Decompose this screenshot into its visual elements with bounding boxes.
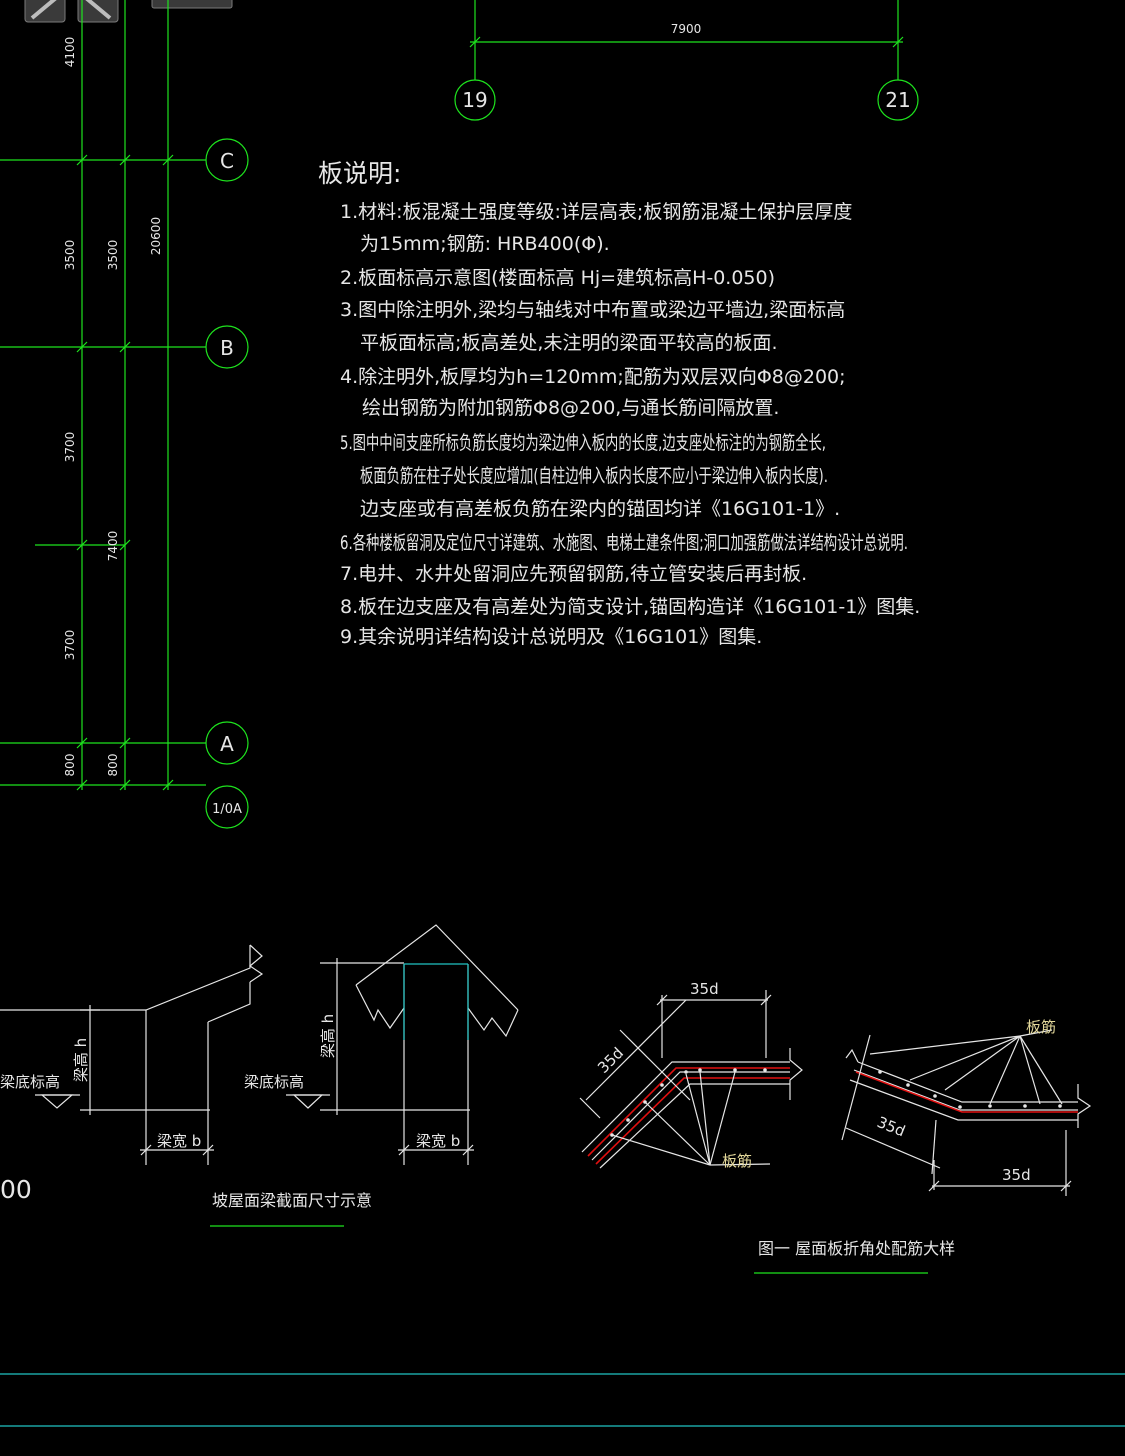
label-width-2: 梁宽 b: [416, 1132, 460, 1150]
collapse-arrows-icon[interactable]: [24, 0, 119, 23]
note-line-11: 6.各种楼板留洞及定位尺寸详建筑、水施图、电梯土建条件图;洞口加强筋做法详结构设…: [340, 532, 908, 554]
svg-text:19: 19: [462, 88, 487, 112]
note-line-2: 为15mm;钢筋: HRB400(Φ).: [360, 233, 610, 255]
viewport-toolbar[interactable]: [24, 0, 233, 23]
dim-col1-3700a: 3700: [63, 432, 77, 463]
note-line-10: 边支座或有高差板负筋在梁内的锚固均详《16G101-1》.: [360, 498, 840, 520]
note-line-12: 7.电井、水井处留洞应先预留钢筋,待立管安装后再封板.: [340, 563, 807, 585]
svg-text:C: C: [220, 149, 234, 173]
note-line-13: 8.板在边支座及有高差处为简支设计,锚固构造详《16G101-1》图集.: [340, 596, 920, 618]
axis-bubble-c: C: [205, 138, 249, 182]
dim-35d-right-diag: 35d: [875, 1113, 908, 1140]
beam-section-detail: 梁底标高 梁高 h 梁宽 b 00 梁底标高 梁高 h 梁宽 b 坡屋面梁截面尺…: [0, 924, 519, 1227]
rebar-detail-caption: 图一 屋面板折角处配筋大样: [758, 1239, 955, 1258]
svg-text:21: 21: [885, 88, 910, 112]
svg-text:1/0A: 1/0A: [212, 802, 242, 817]
title-block-border: [0, 1373, 1125, 1427]
label-bottom-elev-2: 梁底标高: [244, 1073, 304, 1091]
note-line-9: 板面负筋在柱子处长度应增加(自柱边伸入板内长度不应小于梁边伸入板内长度).: [360, 465, 828, 487]
partial-text-00: 00: [0, 1175, 32, 1204]
dim-col2-3500: 3500: [106, 240, 120, 271]
dim-35d-bottom: 35d: [1002, 1166, 1031, 1184]
beam-detail-caption: 坡屋面梁截面尺寸示意: [212, 1191, 372, 1210]
label-height-2: 梁高 h: [319, 1014, 337, 1058]
rebar-fold-detail: 板筋 35d 35d 板筋 35d: [579, 980, 1092, 1274]
dim-col2-7400: 7400: [106, 531, 120, 562]
note-line-8: 5.图中中间支座所标负筋长度均为梁边伸入板内的长度,边支座处标注的为钢筋全长,: [340, 432, 826, 454]
dim-col1-4100: 4100: [63, 37, 77, 68]
axis-bubble-21: 21: [877, 79, 919, 121]
note-line-4: 3.图中除注明外,梁均与轴线对中布置或梁边平墙边,梁面标高: [340, 299, 845, 321]
slab-notes: 板说明: 1.材料:板混凝土强度等级:详层高表;板钢筋混凝土保护层厚度 为15m…: [318, 159, 920, 648]
note-line-7: 绘出钢筋为附加钢筋Φ8@200,与通长筋间隔放置.: [362, 397, 779, 419]
note-line-5: 平板面标高;板高差处,未注明的梁面平较高的板面.: [360, 332, 777, 354]
svg-text:A: A: [220, 732, 234, 756]
label-bottom-elev-1: 梁底标高: [0, 1073, 60, 1091]
label-width-1: 梁宽 b: [157, 1132, 201, 1150]
axis-bubble-19: 19: [454, 79, 496, 121]
axis-bubble-a: A: [205, 721, 249, 765]
dim-col1-3500: 3500: [63, 240, 77, 271]
axis-bubble-1-0a: 1/0A: [205, 785, 249, 829]
top-dimension: 7900: [469, 0, 904, 80]
dimension-7900: 7900: [671, 22, 702, 36]
note-line-3: 2.板面标高示意图(楼面标高 Hj=建筑标高H-0.050): [340, 267, 775, 289]
note-line-14: 9.其余说明详结构设计总说明及《16G101》图集.: [340, 626, 762, 648]
left-grid: 4100 3500 3700 3700 800 3500 7400 800 20…: [0, 0, 206, 791]
note-line-6: 4.除注明外,板厚均为h=120mm;配筋为双层双向Φ8@200;: [340, 366, 846, 388]
label-rebar-left: 板筋: [722, 1152, 752, 1170]
dim-35d-top: 35d: [690, 980, 719, 998]
dim-col3-20600: 20600: [149, 217, 163, 255]
axis-bubble-b: B: [205, 325, 249, 369]
svg-text:B: B: [220, 336, 234, 360]
dim-col1-3700b: 3700: [63, 630, 77, 661]
notes-title: 板说明:: [318, 159, 401, 188]
dim-35d-diag: 35d: [594, 1044, 627, 1077]
dim-col1-800: 800: [63, 754, 77, 777]
label-rebar-right: 板筋: [1026, 1018, 1056, 1036]
note-line-1: 1.材料:板混凝土强度等级:详层高表;板钢筋混凝土保护层厚度: [340, 201, 852, 223]
dim-col2-800: 800: [106, 754, 120, 777]
label-height-1: 梁高 h: [72, 1038, 90, 1082]
toolbar-button[interactable]: [151, 0, 233, 9]
